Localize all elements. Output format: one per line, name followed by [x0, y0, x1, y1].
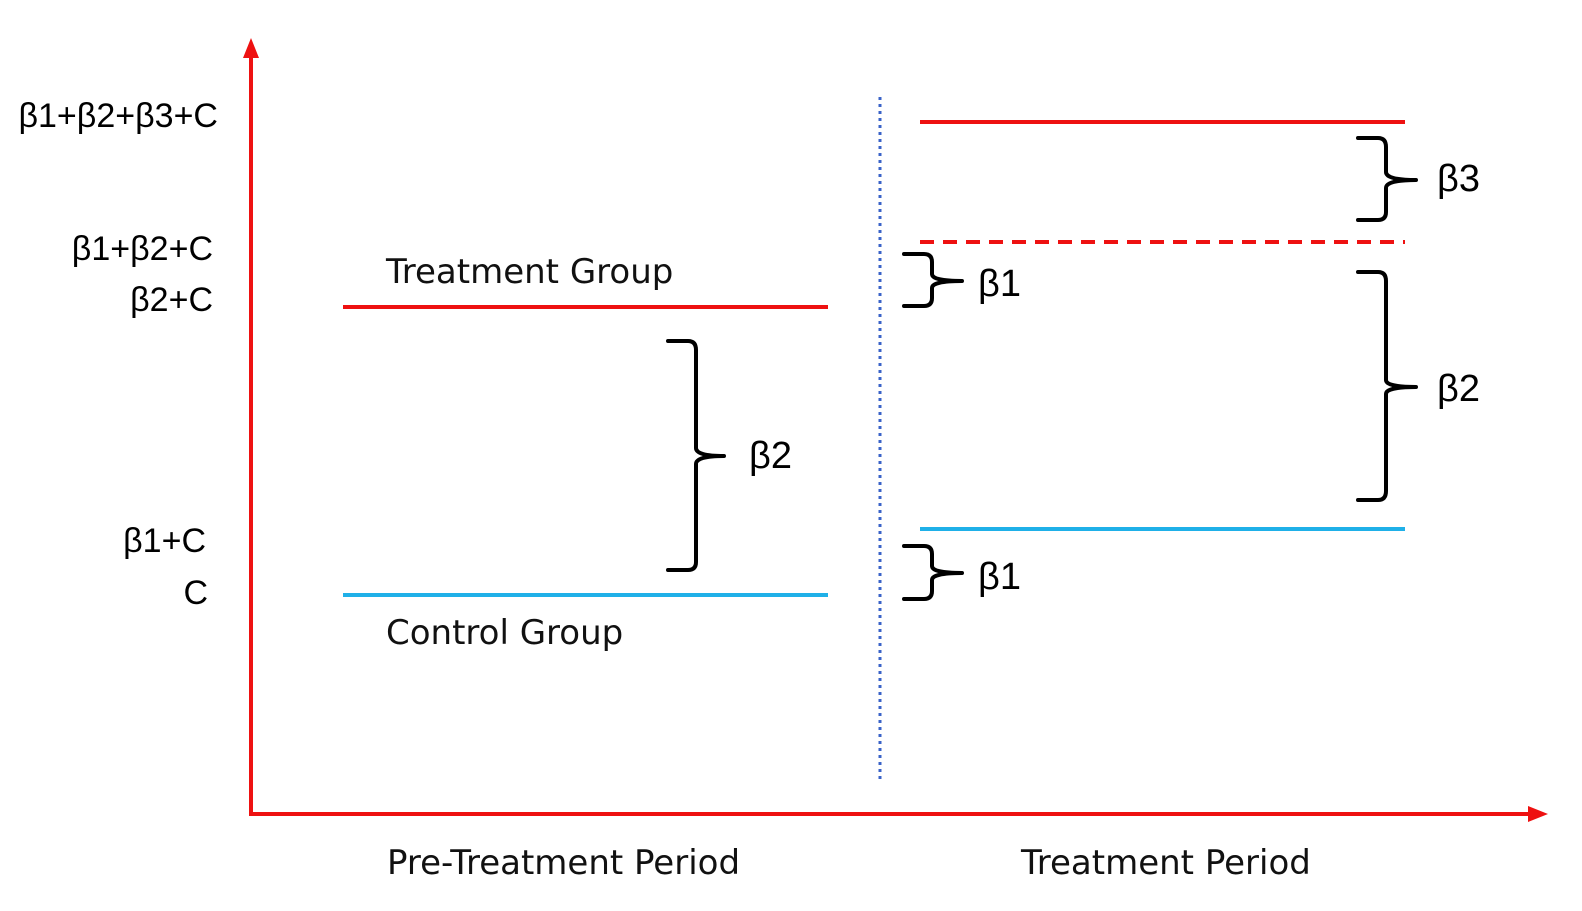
post-b2-brace [1356, 270, 1418, 502]
post-b3-brace [1356, 136, 1418, 222]
post-b1-lower-brace [902, 544, 964, 601]
y-axis-arrowhead [243, 38, 259, 58]
pre-b2-brace [666, 339, 726, 572]
control-group-label: Control Group [386, 613, 623, 653]
post-b1-upper-label: β1 [978, 263, 1021, 305]
x-axis-arrowhead [1528, 806, 1548, 822]
ylabel-b1-b2-b3-c: β1+β2+β3+C [18, 97, 218, 135]
ylabel-c: C [183, 574, 208, 612]
treatment-group-label: Treatment Group [385, 252, 673, 292]
post-b1-lower-label: β1 [978, 556, 1021, 598]
treatment-period-label: Treatment Period [1020, 843, 1311, 883]
post-b1-upper-brace [902, 252, 964, 308]
ylabel-b1-c: β1+C [123, 522, 206, 560]
pre-period-label: Pre-Treatment Period [387, 843, 740, 883]
pre-b2-label: β2 [749, 435, 792, 477]
post-b3-label: β3 [1437, 158, 1480, 200]
post-b2-label: β2 [1437, 368, 1480, 410]
ylabel-b1-b2-c: β1+β2+C [72, 230, 213, 268]
ylabel-b2-c: β2+C [130, 281, 213, 319]
